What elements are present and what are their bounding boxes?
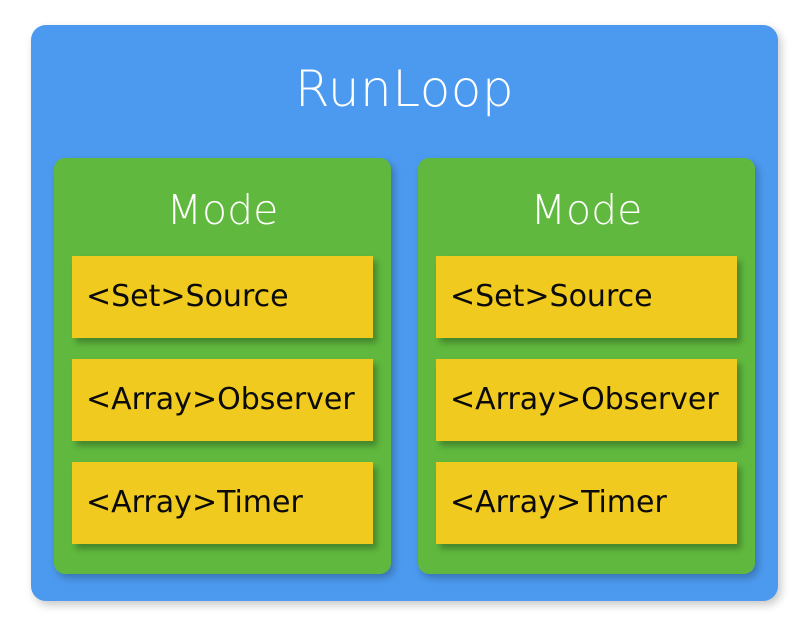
slot-observer-2: <Array>Observer bbox=[436, 359, 737, 441]
slot-label-source-1: <Set>Source bbox=[86, 279, 289, 314]
mode-card-1: Mode <Set>Source <Array>Observer <Array>… bbox=[54, 158, 391, 574]
slot-label-timer-1: <Array>Timer bbox=[86, 485, 303, 520]
slot-timer-1: <Array>Timer bbox=[72, 462, 373, 544]
runloop-title: RunLoop bbox=[294, 60, 515, 118]
mode-card-2: Mode <Set>Source <Array>Observer <Array>… bbox=[418, 158, 755, 574]
mode-slot-list-2: <Set>Source <Array>Observer <Array>Timer bbox=[436, 256, 737, 544]
slot-source-2: <Set>Source bbox=[436, 256, 737, 338]
mode-slot-list-1: <Set>Source <Array>Observer <Array>Timer bbox=[72, 256, 373, 544]
mode-columns: Mode <Set>Source <Array>Observer <Array>… bbox=[54, 158, 755, 574]
mode-title-1: Mode bbox=[166, 186, 279, 234]
mode-title-2: Mode bbox=[530, 186, 643, 234]
slot-label-observer-1: <Array>Observer bbox=[86, 382, 355, 417]
slot-timer-2: <Array>Timer bbox=[436, 462, 737, 544]
slot-observer-1: <Array>Observer bbox=[72, 359, 373, 441]
slot-label-timer-2: <Array>Timer bbox=[450, 485, 667, 520]
runloop-container: RunLoop Mode <Set>Source <Array>Observer… bbox=[31, 25, 778, 601]
slot-label-observer-2: <Array>Observer bbox=[450, 382, 719, 417]
slot-source-1: <Set>Source bbox=[72, 256, 373, 338]
slot-label-source-2: <Set>Source bbox=[450, 279, 653, 314]
